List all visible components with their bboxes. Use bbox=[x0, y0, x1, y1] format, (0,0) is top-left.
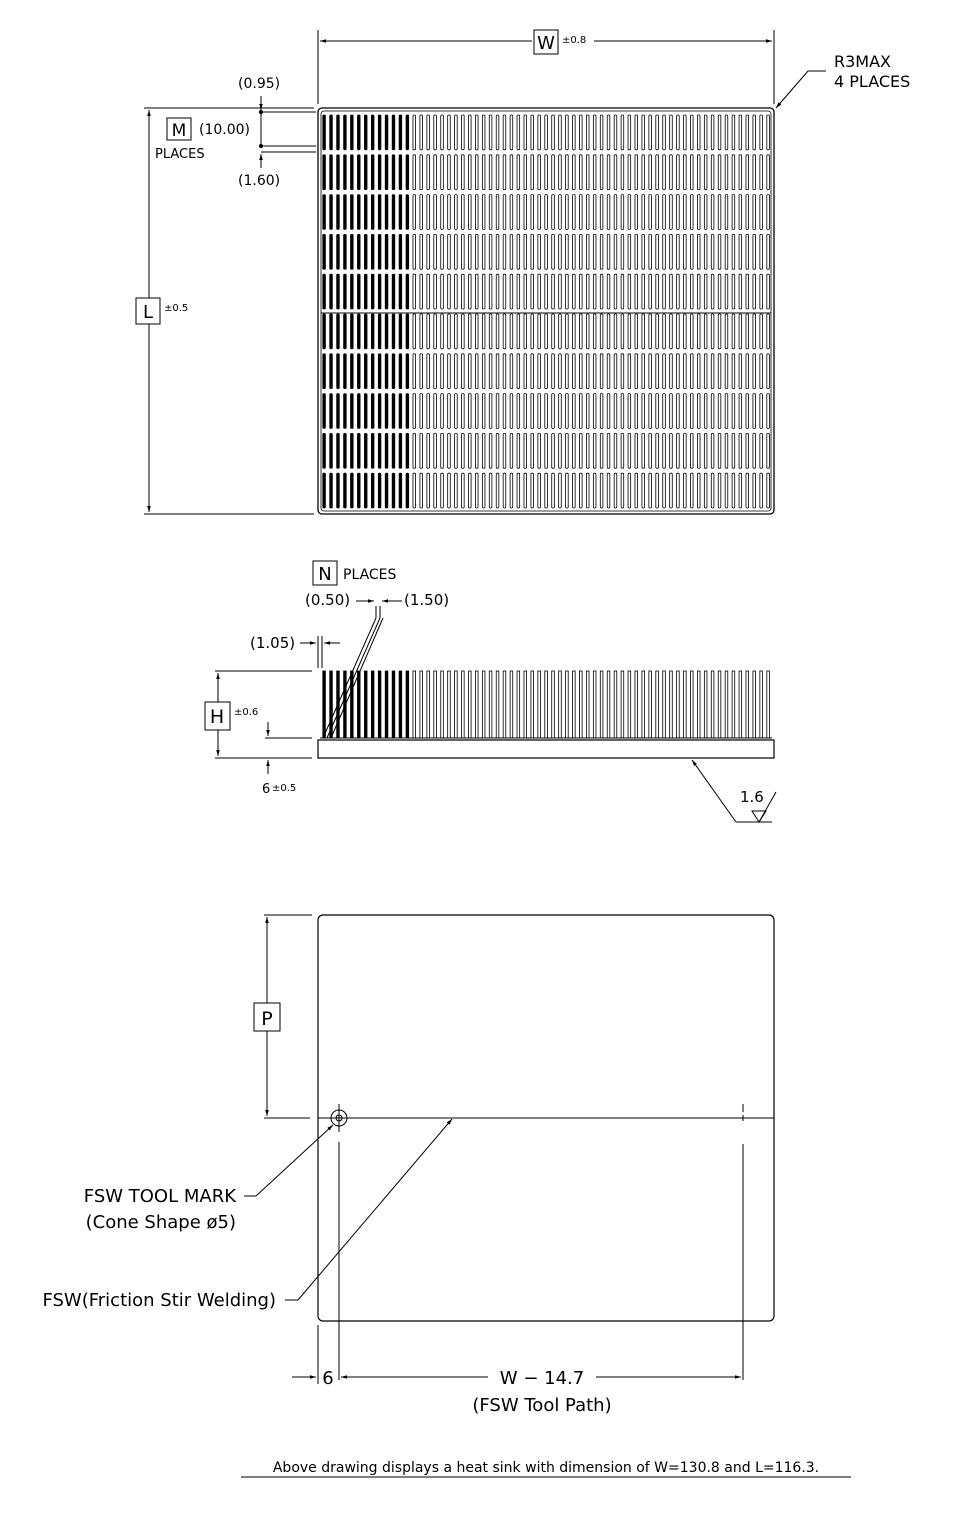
tool-path-note: (FSW Tool Path) bbox=[472, 1395, 611, 1416]
base-tolerance: ±0.5 bbox=[272, 783, 296, 794]
offset-dim: 6 bbox=[322, 1368, 333, 1389]
bottom-view bbox=[244, 914, 775, 1384]
tool-mark-shape-note: (Cone Shape ø5) bbox=[86, 1212, 236, 1233]
n-box bbox=[312, 560, 338, 586]
tool-path-dim: W − 14.7 bbox=[500, 1368, 584, 1389]
surface-roughness-value: 1.6 bbox=[740, 788, 764, 806]
m-box bbox=[166, 117, 192, 141]
width-tolerance: ±0.8 bbox=[562, 35, 586, 46]
drawing-caption: Above drawing displays a heat sink with … bbox=[273, 1460, 819, 1476]
fin-gap-dim: (1.50) bbox=[404, 591, 449, 609]
fin-thickness-dim: (0.50) bbox=[305, 591, 350, 609]
length-tolerance: ±0.5 bbox=[164, 303, 188, 314]
length-label: L bbox=[143, 302, 153, 323]
corner-places-note: 4 PLACES bbox=[834, 72, 910, 91]
tool-mark-note: FSW TOOL MARK bbox=[84, 1186, 237, 1207]
edge-offset-dim: (1.05) bbox=[250, 634, 295, 652]
width-label: W bbox=[537, 33, 555, 54]
p-box bbox=[253, 1002, 281, 1032]
gap-top-dim: (0.95) bbox=[238, 76, 280, 92]
height-label: H bbox=[210, 706, 224, 728]
fin-count-label: N bbox=[318, 564, 331, 585]
fsw-note: FSW(Friction Stir Welding) bbox=[42, 1290, 276, 1311]
l-box bbox=[135, 297, 161, 325]
top-view-fins bbox=[322, 114, 770, 509]
side-view bbox=[215, 599, 777, 823]
fin-places-text: PLACES bbox=[343, 567, 397, 583]
top-view bbox=[144, 30, 826, 515]
base-thickness-dim: 6 bbox=[262, 782, 270, 797]
row-label: M bbox=[172, 121, 187, 141]
h-box bbox=[204, 701, 231, 731]
p-label: P bbox=[261, 1008, 272, 1030]
gap-bottom-dim: (1.60) bbox=[238, 173, 280, 189]
corner-radius-note: R3MAX bbox=[834, 52, 891, 71]
row-places-text: PLACES bbox=[155, 147, 205, 162]
w-box bbox=[533, 29, 559, 55]
row-pitch-dim: (10.00) bbox=[199, 122, 250, 138]
side-view-fins bbox=[322, 670, 770, 739]
height-tolerance: ±0.6 bbox=[234, 707, 258, 718]
